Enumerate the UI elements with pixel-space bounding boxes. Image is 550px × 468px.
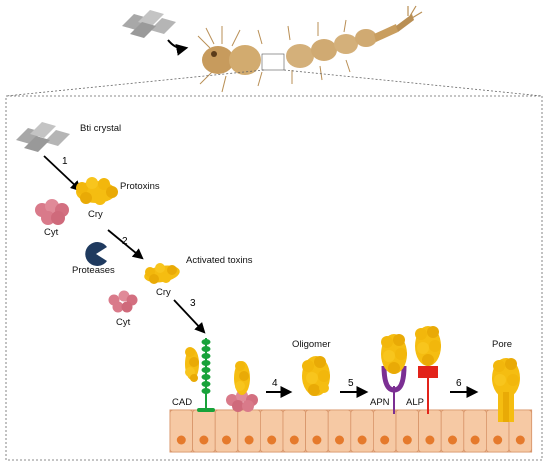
cell-nucleus: [267, 435, 277, 445]
cry-activated-icon: [144, 263, 180, 284]
step-6-number: 6: [456, 378, 462, 389]
cell-nucleus: [402, 435, 412, 445]
alp-receptor-icon: [418, 366, 438, 414]
cell-nucleus: [515, 435, 525, 445]
ingestion-arrow: [167, 39, 189, 56]
cell-nucleus: [493, 435, 503, 445]
cry-bound-cad-icon: [185, 347, 199, 382]
cry-protoxin-icon: [76, 177, 118, 205]
protease-icon: [85, 242, 107, 266]
proteases-label: Proteases: [72, 265, 115, 276]
epithelial-cell: [508, 409, 533, 453]
cell-nucleus: [222, 435, 231, 445]
cyt-activated-icon: [108, 290, 138, 313]
top-crystal-icon: [122, 10, 176, 38]
cry-activated-label: Cry: [156, 287, 171, 298]
cad-label: CAD: [172, 397, 193, 408]
cell-nucleus: [199, 435, 209, 445]
cry-oligomer-apn-icon: [381, 334, 407, 374]
epithelial-cell: [282, 409, 307, 453]
epithelial-cell: [169, 409, 194, 453]
alp-label: ALP: [406, 397, 424, 408]
cell-nucleus: [312, 435, 322, 445]
cry-oligomer-icon: [302, 356, 330, 396]
epithelial-cell: [237, 409, 261, 453]
step-4-number: 4: [272, 378, 278, 389]
protoxins-label: Protoxins: [120, 181, 160, 192]
epithelial-cell: [418, 409, 442, 453]
cell-nucleus: [289, 435, 299, 445]
cry-bound-cyt-icon: [226, 361, 258, 412]
step-1-number: 1: [62, 156, 68, 167]
cell-nucleus: [425, 435, 435, 445]
epithelial-cell: [440, 409, 465, 453]
cell-nucleus: [357, 435, 367, 445]
zoom-line-left: [5, 69, 265, 97]
cell-nucleus: [448, 435, 457, 445]
step-5-number: 5: [348, 378, 354, 389]
cell-nucleus: [380, 435, 390, 445]
cry-oligomer-alp-icon: [415, 326, 441, 366]
step-2-arrow: [107, 229, 144, 260]
epithelial-cell: [327, 409, 352, 453]
cell-nucleus: [470, 435, 480, 445]
apn-label: APN: [370, 397, 390, 408]
oligomer-label: Oligomer: [292, 339, 331, 350]
step-2-number: 2: [122, 236, 128, 247]
mosquito-larva-icon: [197, 5, 423, 93]
cell-nucleus: [176, 435, 186, 445]
cry-pore-icon: [492, 358, 520, 422]
epithelial-cell: [192, 409, 216, 453]
activated-toxins-label: Activated toxins: [186, 255, 253, 266]
epithelial-cell: [259, 409, 284, 453]
step-1-arrow: [43, 155, 82, 192]
apn-receptor-icon: [381, 365, 407, 414]
pore-label: Pore: [492, 339, 513, 350]
zoom-line-right: [283, 69, 543, 97]
epithelial-cell: [372, 409, 397, 453]
step-3-arrow: [173, 299, 206, 334]
zoom-frame: [5, 95, 543, 461]
step-3-number: 3: [190, 298, 196, 309]
epithelial-cell: [463, 409, 487, 453]
bti-crystal-icon: [16, 122, 70, 152]
midgut-epithelium: [169, 409, 533, 453]
epithelial-cell: [350, 409, 374, 453]
epithelial-cell: [395, 409, 420, 453]
cry-protoxin-label: Cry: [88, 209, 103, 220]
cyt-protoxin-label: Cyt: [44, 227, 59, 238]
cyt-protoxin-icon: [35, 199, 69, 225]
cell-nucleus: [335, 435, 344, 445]
epithelial-cell: [305, 409, 329, 453]
cell-nucleus: [244, 435, 254, 445]
cyt-activated-label: Cyt: [116, 317, 131, 328]
epithelial-cell: [214, 409, 239, 453]
bti-crystal-label: Bti crystal: [80, 123, 122, 134]
cad-receptor-icon: [197, 338, 215, 412]
